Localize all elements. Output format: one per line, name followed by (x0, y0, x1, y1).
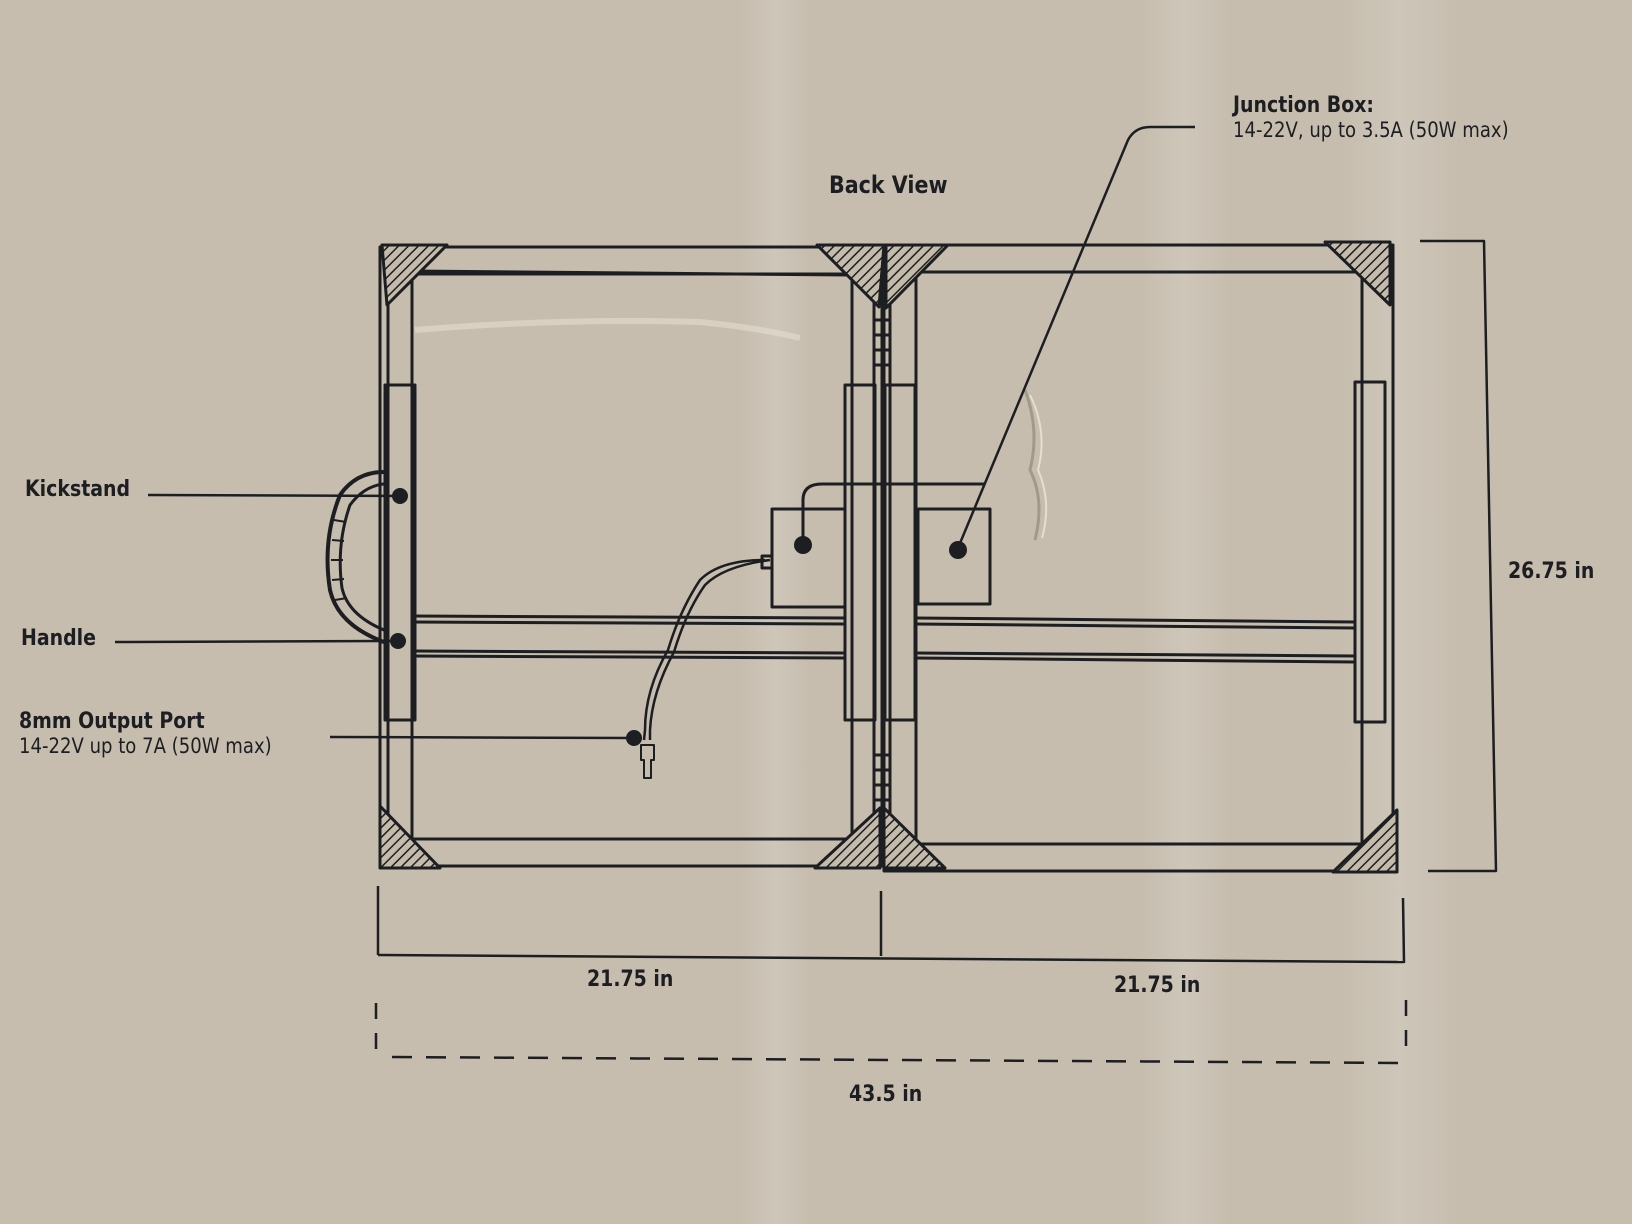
corner-bracket-bottom-mid-right (882, 806, 947, 870)
corner-bracket-bottom-mid-left (813, 806, 882, 870)
corner-bracket-top-right (1323, 240, 1392, 307)
total-width-dimension-label: 43.5 in (849, 1082, 923, 1107)
right-width-dimension-label: 21.75 in (1114, 973, 1201, 998)
junction-box-right-dot (949, 541, 967, 559)
corner-brackets (378, 240, 1399, 874)
left-panel-frame (378, 245, 884, 868)
handle-dot (390, 633, 406, 649)
handle-label: Handle (21, 626, 96, 651)
height-dimension-line (1420, 239, 1498, 873)
left-width-dimension-label: 21.75 in (587, 967, 674, 992)
callout-dots (390, 488, 967, 746)
kickstand-dot (392, 488, 408, 504)
output-cable (640, 554, 774, 779)
total-width-dimension-line (374, 1000, 1408, 1065)
junction-box-spec: 14-22V, up to 3.5A (50W max) (1233, 118, 1509, 142)
kickstand-leader (147, 493, 401, 498)
corner-bracket-top-left-a (380, 243, 449, 307)
width-dimension-lines (376, 886, 1406, 964)
output-port-dot (626, 730, 642, 746)
output-port-spec: 14-22V up to 7A (50W max) (19, 734, 272, 758)
corner-bracket-bottom-left (378, 804, 442, 870)
junction-box-left-dot (794, 536, 812, 554)
handle (325, 470, 385, 644)
corner-bracket-bottom-right (1331, 808, 1399, 874)
junction-box-leader (956, 125, 1195, 549)
height-dimension-label: 26.75 in (1508, 559, 1595, 584)
junction-box-label: Junction Box: (1233, 93, 1374, 118)
corner-bracket-top-mid-right (884, 243, 950, 310)
output-port-label: 8mm Output Port (19, 709, 205, 734)
handle-leader (114, 639, 399, 644)
diagram-title: Back View (829, 171, 948, 199)
corner-bracket-top-mid-left (815, 243, 886, 309)
output-port-leader (329, 735, 635, 740)
cross-bars (411, 614, 1356, 664)
kickstand-label: Kickstand (25, 477, 131, 502)
